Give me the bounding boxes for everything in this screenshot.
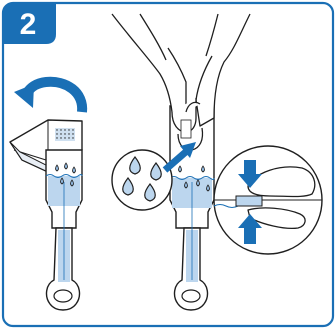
pinch-zoom-circle [214, 146, 322, 254]
step-number: 2 [20, 8, 37, 41]
step-badge: 2 [3, 3, 56, 44]
drops-zoom-circle [112, 150, 172, 210]
